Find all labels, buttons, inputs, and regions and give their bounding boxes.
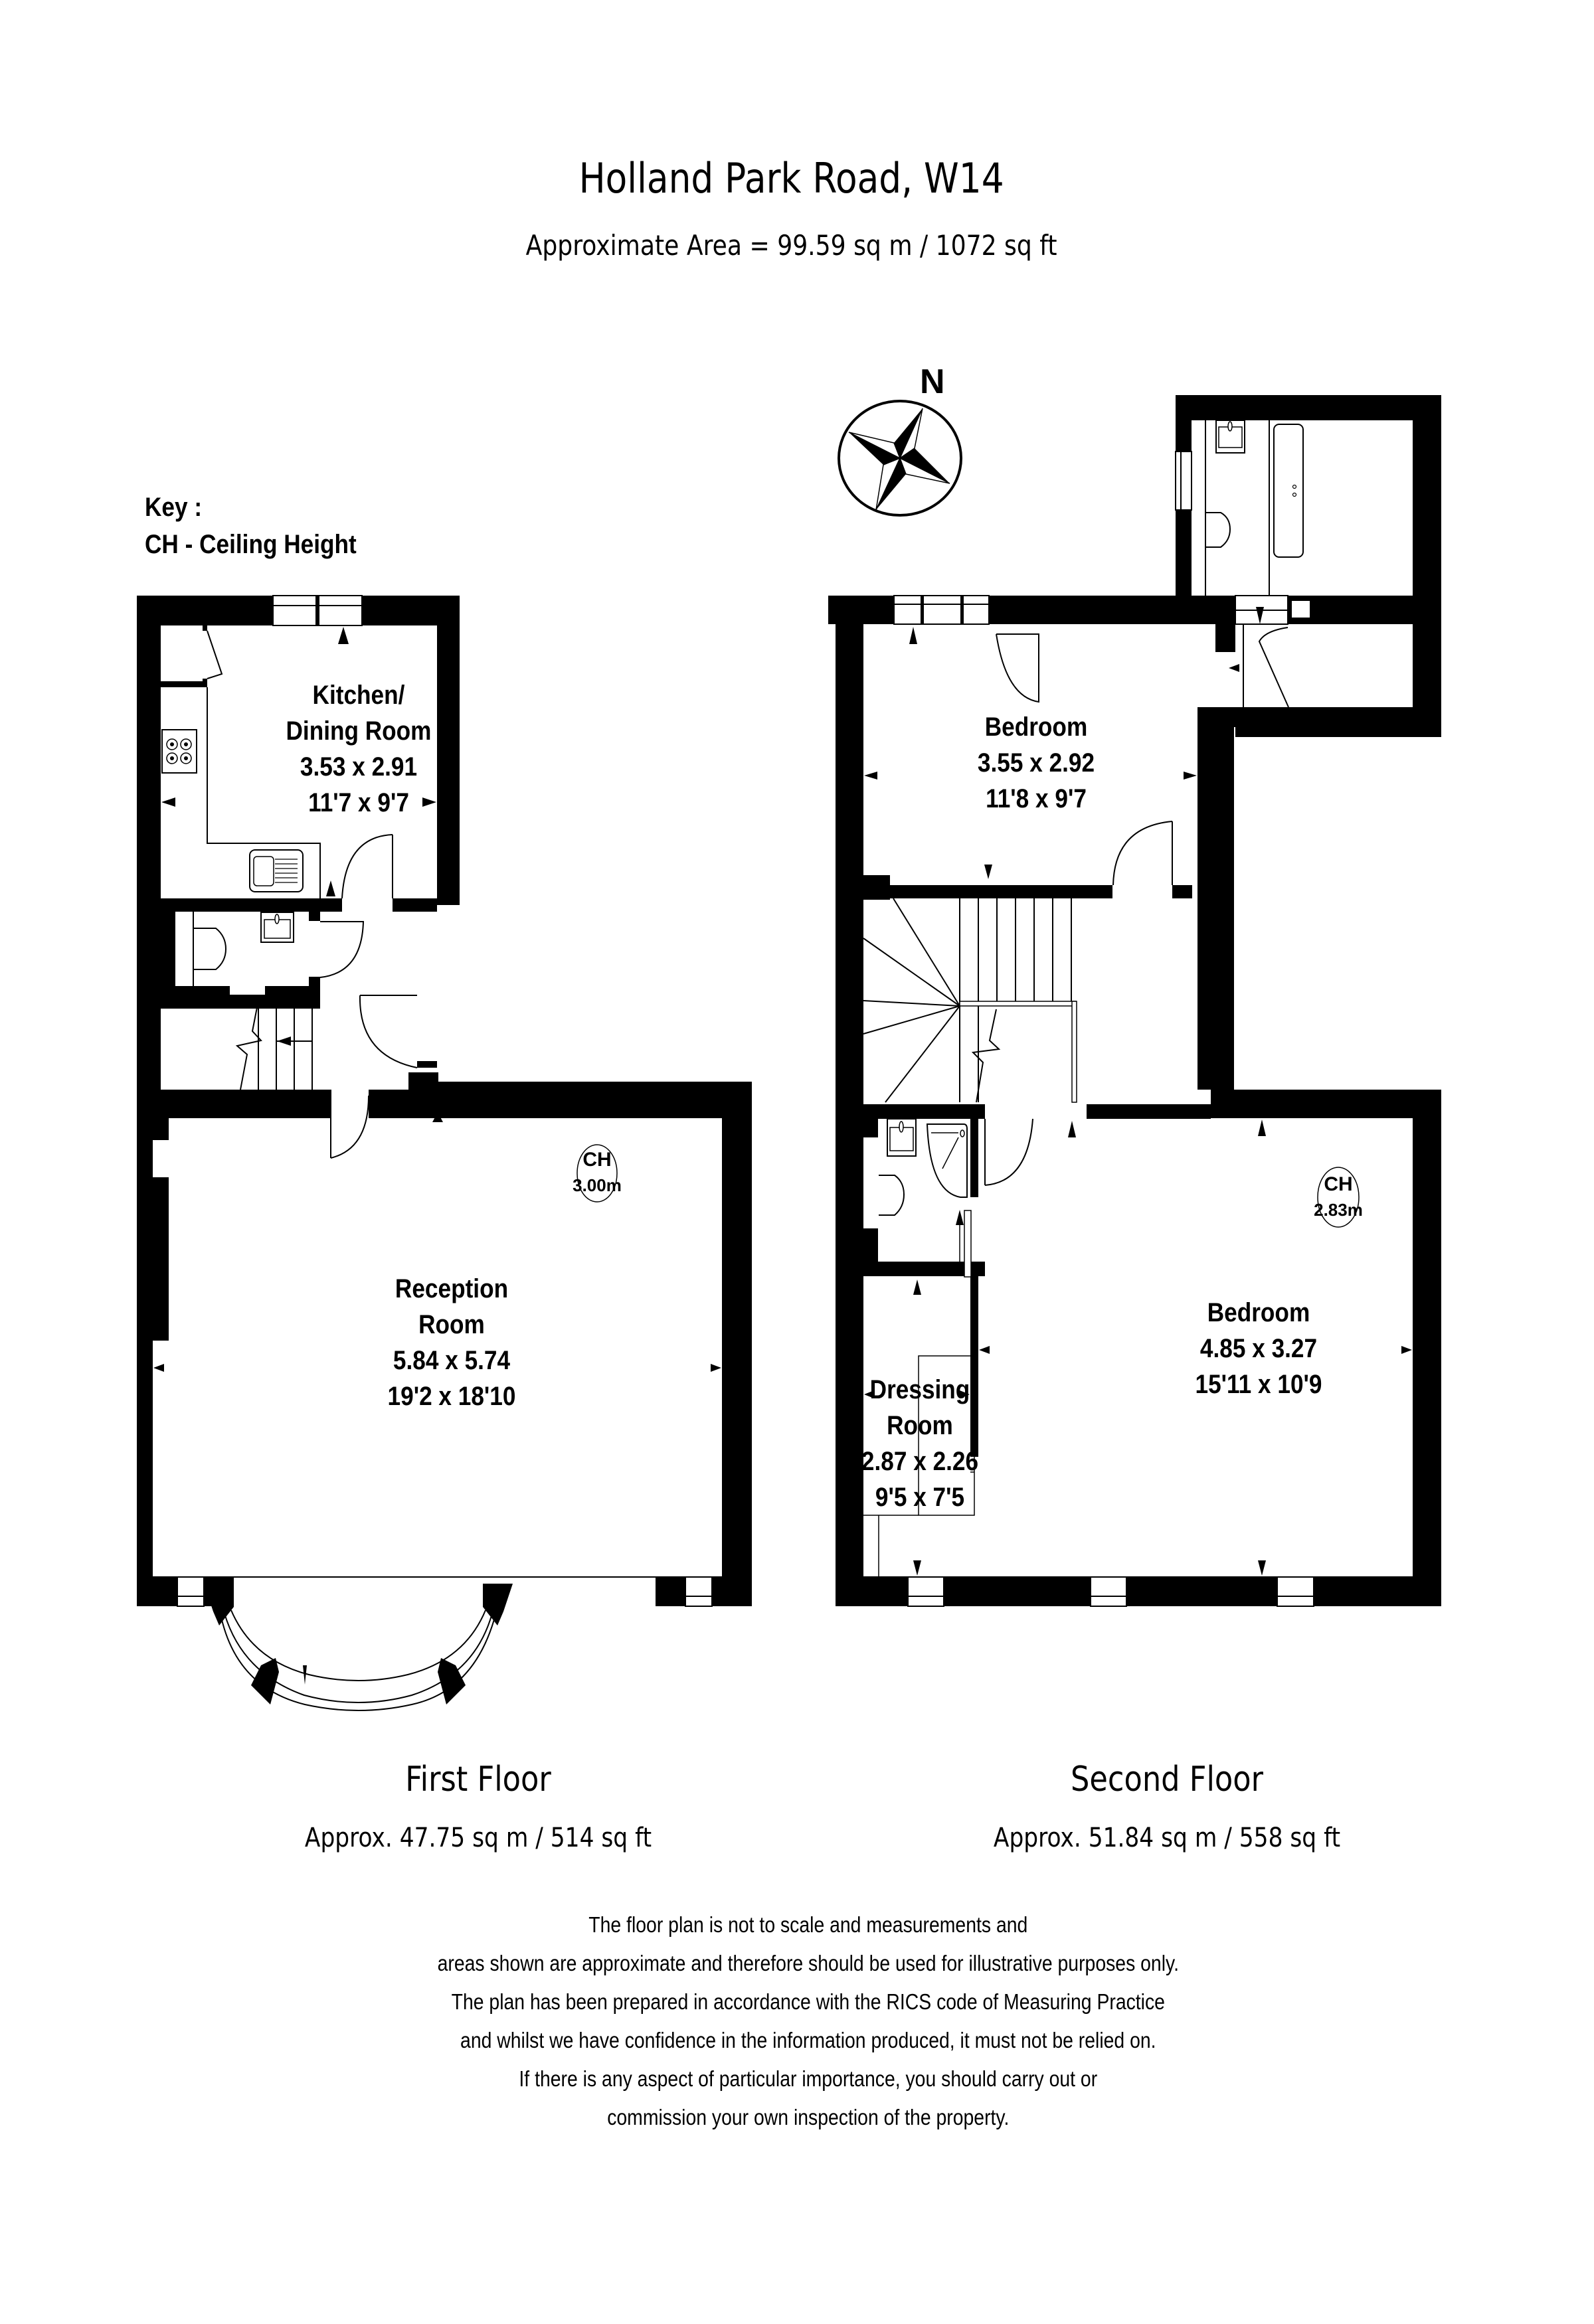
room-name: Room — [418, 1310, 485, 1339]
room-name: Kitchen/ — [312, 681, 405, 710]
first-floor-plan — [137, 595, 752, 1711]
room-dimensions-imperial: 15'11 x 10'9 — [1195, 1370, 1322, 1399]
floor-title-first: First Floor — [405, 1760, 551, 1799]
room-dimensions-metric: 3.53 x 2.91 — [300, 752, 418, 782]
room-name: Bedroom — [984, 712, 1088, 742]
second-floor-plan — [828, 395, 1441, 1607]
room-name: Dressing — [869, 1375, 970, 1404]
disclaimer: The floor plan is not to scale and measu… — [123, 1906, 1494, 2137]
room-label-kitchen: Kitchen/ Dining Room 3.53 x 2.91 11'7 x … — [259, 677, 458, 821]
room-dimensions-imperial: 11'8 x 9'7 — [986, 784, 1087, 813]
room-name: Dining Room — [286, 716, 432, 746]
room-dimensions-imperial: 9'5 x 7'5 — [875, 1483, 965, 1512]
room-label-reception: Reception Room 5.84 x 5.74 19'2 x 18'10 — [352, 1271, 551, 1414]
ch-value: 2.83m — [1314, 1200, 1363, 1220]
room-dimensions-metric: 2.87 x 2.26 — [861, 1447, 979, 1476]
ceiling-height-badge-reception: CH 3.00m — [571, 1147, 624, 1198]
room-name: Room — [887, 1411, 953, 1440]
disclaimer-line: areas shown are approximate and therefor… — [437, 1951, 1179, 1975]
floor-title-second: Second Floor — [1070, 1760, 1264, 1799]
ch-value: 3.00m — [573, 1175, 622, 1195]
floor-area-first: Approx. 47.75 sq m / 514 sq ft — [304, 1823, 652, 1853]
bay-window — [204, 1584, 513, 1711]
room-dimensions-metric: 4.85 x 3.27 — [1199, 1334, 1318, 1363]
plan-title: Holland Park Road, W14 — [578, 154, 1004, 203]
ch-label: CH — [1324, 1173, 1353, 1195]
floor-area-second: Approx. 51.84 sq m / 558 sq ft — [993, 1823, 1341, 1853]
key-entry-ceiling-height: CH - Ceiling Height — [145, 530, 357, 559]
disclaimer-line: If there is any aspect of particular imp… — [519, 2066, 1098, 2091]
disclaimer-line: and whilst we have confidence in the inf… — [460, 2028, 1156, 2052]
legend-key: Key : CH - Ceiling Height — [145, 489, 357, 563]
room-dimensions-imperial: 11'7 x 9'7 — [308, 788, 409, 817]
compass-north-label: N — [920, 363, 945, 401]
disclaimer-line: The plan has been prepared in accordance… — [451, 1989, 1165, 2014]
key-heading: Key : — [145, 493, 203, 522]
compass-icon — [838, 400, 962, 517]
total-area: Approximate Area = 99.59 sq m / 1072 sq … — [525, 229, 1057, 262]
room-label-dressing-room: Dressing Room 2.87 x 2.26 9'5 x 7'5 — [820, 1372, 1019, 1515]
room-dimensions-metric: 3.55 x 2.92 — [977, 748, 1095, 778]
disclaimer-line: commission your own inspection of the pr… — [607, 2105, 1010, 2129]
room-dimensions-metric: 5.84 x 5.74 — [393, 1346, 511, 1375]
room-dimensions-imperial: 19'2 x 18'10 — [387, 1382, 516, 1411]
room-label-bedroom-2: Bedroom 4.85 x 3.27 15'11 x 10'9 — [1159, 1295, 1358, 1402]
room-name: Bedroom — [1207, 1298, 1310, 1327]
room-name: Reception — [395, 1274, 509, 1303]
ceiling-height-badge-bedroom: CH 2.83m — [1312, 1172, 1365, 1222]
room-label-bedroom-1: Bedroom 3.55 x 2.92 11'8 x 9'7 — [936, 709, 1135, 817]
disclaimer-line: The floor plan is not to scale and measu… — [588, 1912, 1028, 1937]
ch-label: CH — [582, 1149, 612, 1171]
